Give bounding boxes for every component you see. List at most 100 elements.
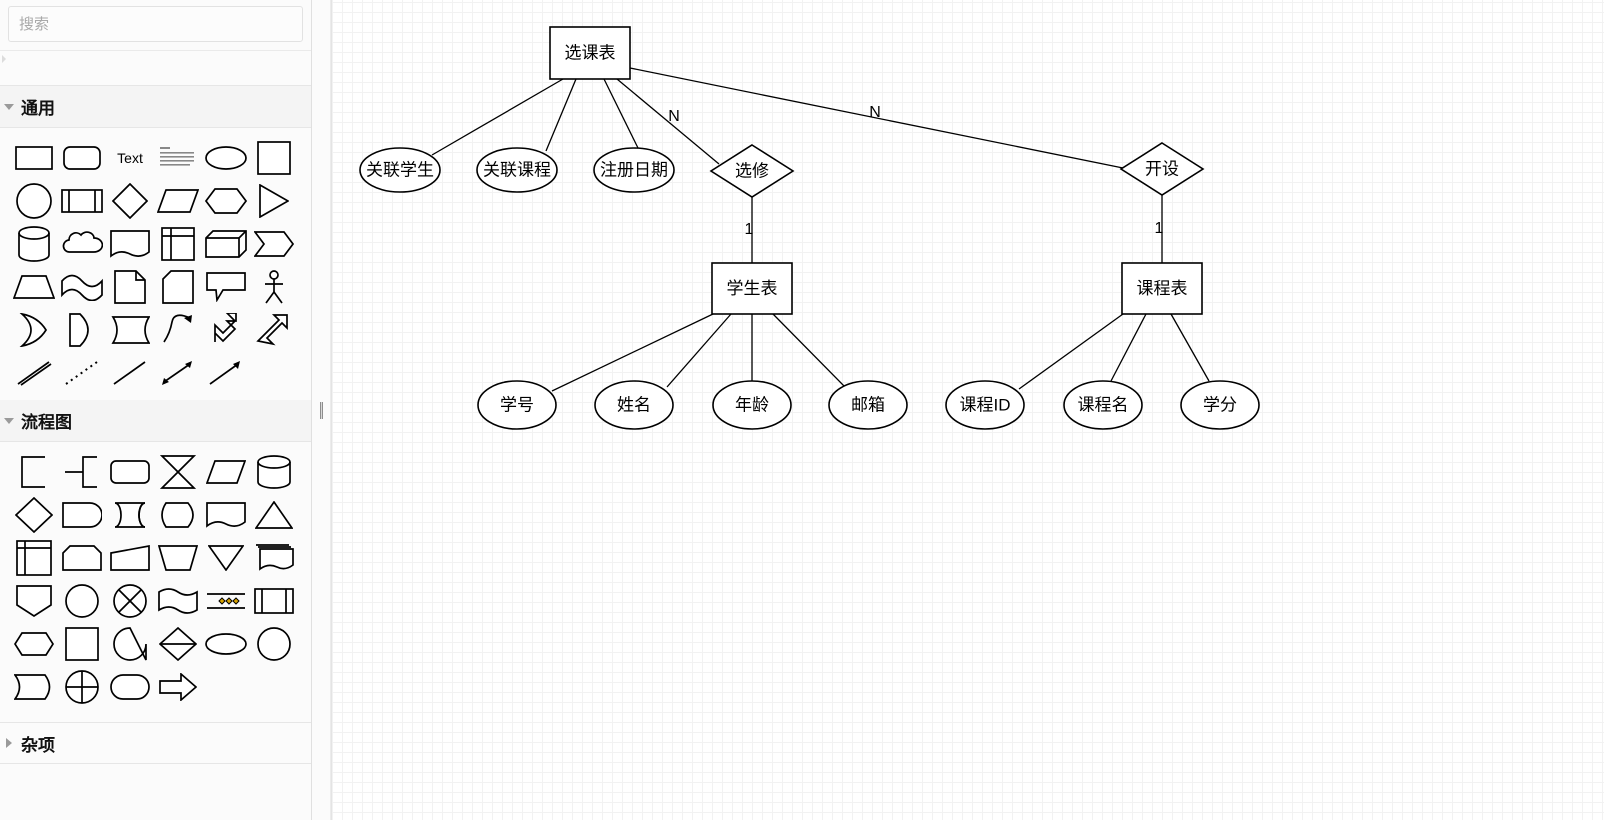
palette-shape-or-junction-shape[interactable] <box>202 579 250 622</box>
attribute-a8[interactable]: 课程ID <box>945 380 1025 430</box>
palette-shape-note-shape[interactable] <box>106 265 154 308</box>
er-edge-e12[interactable] <box>1018 313 1124 390</box>
attribute-a5[interactable]: 姓名 <box>594 380 674 430</box>
palette-shape-textbox-shape[interactable] <box>154 136 202 179</box>
palette-shape-merge-shape[interactable] <box>202 536 250 579</box>
palette-shape-multi-document-shape[interactable] <box>250 536 298 579</box>
palette-shape-curve-arrow-shape[interactable] <box>154 308 202 351</box>
relationship-open[interactable]: 开设 <box>1119 142 1205 196</box>
palette-shape-off-page-reference-shape[interactable] <box>10 579 58 622</box>
palette-shape-card-shape[interactable] <box>154 265 202 308</box>
er-edge-e3[interactable] <box>603 78 639 149</box>
palette-shape-callout-shape[interactable] <box>202 265 250 308</box>
palette-shape-bidirectional-connector-shape[interactable] <box>154 351 202 394</box>
palette-shape-summing-junction-shape[interactable] <box>106 579 154 622</box>
er-edge-e6[interactable]: 1 <box>745 197 754 263</box>
palette-shape-process-shape[interactable] <box>58 179 106 222</box>
palette-shape-cylinder-shape[interactable] <box>10 222 58 265</box>
palette-shape-delay-shape[interactable] <box>58 493 106 536</box>
palette-shape-tape-data-shape[interactable] <box>10 665 58 708</box>
palette-shape-display-shape[interactable] <box>154 493 202 536</box>
palette-shape-extract-shape[interactable] <box>250 493 298 536</box>
palette-shape-dashed-line-shape[interactable] <box>58 351 106 394</box>
palette-shape-process-square-shape[interactable] <box>58 622 106 665</box>
section-header-flowchart[interactable]: 流程图 <box>0 400 311 442</box>
palette-shape-text-shape[interactable]: Text <box>106 136 154 179</box>
palette-shape-terminator-circle-shape[interactable] <box>106 622 154 665</box>
palette-shape-actor-shape[interactable] <box>250 265 298 308</box>
palette-shape-bidirectional-arrow-shape[interactable] <box>202 308 250 351</box>
palette-shape-arrow-right-shape[interactable] <box>154 665 202 708</box>
attribute-a2[interactable]: 关联课程 <box>476 147 558 193</box>
palette-shape-circle-shape[interactable] <box>10 179 58 222</box>
palette-shape-direct-data-shape[interactable] <box>106 493 154 536</box>
palette-shape-parallelogram-shape[interactable] <box>154 179 202 222</box>
section-header-general[interactable]: 通用 <box>0 86 311 128</box>
er-edge-e4[interactable]: N <box>616 78 720 165</box>
palette-shape-or-circle-shape[interactable] <box>58 665 106 708</box>
palette-shape-paper-tape-shape[interactable] <box>154 579 202 622</box>
palette-shape-tape-shape[interactable] <box>58 265 106 308</box>
attribute-a3[interactable]: 注册日期 <box>593 147 675 193</box>
palette-shape-collate-shape[interactable] <box>154 450 202 493</box>
palette-shape-manual-operation-shape[interactable] <box>154 536 202 579</box>
attribute-a1[interactable]: 关联学生 <box>359 147 441 193</box>
palette-shape-rectangle-shape[interactable] <box>10 136 58 179</box>
er-edge-e8[interactable] <box>551 313 714 392</box>
palette-shape-rounded-rectangle-shape[interactable] <box>58 136 106 179</box>
palette-shape-double-line-shape[interactable] <box>10 351 58 394</box>
palette-shape-trapezoid-shape[interactable] <box>10 265 58 308</box>
palette-shape-hexagon-shape[interactable] <box>202 179 250 222</box>
collapsed-section-stub[interactable] <box>0 50 311 86</box>
palette-shape-step-shape[interactable] <box>250 222 298 265</box>
palette-shape-preparation-shape[interactable] <box>10 622 58 665</box>
entity-student[interactable]: 学生表 <box>711 262 793 315</box>
sidebar-splitter[interactable] <box>312 0 331 820</box>
er-edge-e7[interactable]: 1 <box>1155 195 1164 263</box>
palette-shape-manual-input-shape[interactable] <box>106 536 154 579</box>
palette-shape-loop-limit-shape[interactable] <box>58 536 106 579</box>
attribute-a6[interactable]: 年龄 <box>712 380 792 430</box>
er-edge-e11[interactable] <box>772 313 847 389</box>
attribute-a9[interactable]: 课程名 <box>1063 380 1143 430</box>
palette-shape-ellipse-shape[interactable] <box>202 136 250 179</box>
er-edge-e9[interactable] <box>666 313 732 388</box>
palette-shape-decision-shape[interactable] <box>10 493 58 536</box>
palette-shape-single-arrow-shape[interactable] <box>250 308 298 351</box>
section-header-misc[interactable]: 杂项 <box>0 722 311 764</box>
er-edge-e1[interactable] <box>431 78 564 156</box>
er-edge-e14[interactable] <box>1170 313 1210 382</box>
palette-shape-connector-circle-shape[interactable] <box>58 579 106 622</box>
palette-shape-internal-storage-flow-shape[interactable] <box>10 536 58 579</box>
palette-shape-triangle-shape[interactable] <box>250 179 298 222</box>
palette-shape-sort-shape[interactable] <box>154 622 202 665</box>
palette-shape-terminator-oval-shape[interactable] <box>106 665 154 708</box>
entity-enroll[interactable]: 选课表 <box>549 26 631 80</box>
palette-shape-internal-storage-shape[interactable] <box>154 222 202 265</box>
palette-shape-cube-shape[interactable] <box>202 222 250 265</box>
palette-shape-data-shape[interactable] <box>202 450 250 493</box>
palette-shape-and-shape[interactable] <box>58 308 106 351</box>
palette-shape-process-rounded-shape[interactable] <box>106 450 154 493</box>
palette-shape-or-shape[interactable] <box>10 308 58 351</box>
palette-shape-line-shape[interactable] <box>106 351 154 394</box>
palette-shape-document-shape[interactable] <box>106 222 154 265</box>
palette-shape-cloud-shape[interactable] <box>58 222 106 265</box>
palette-shape-data-storage-shape[interactable] <box>106 308 154 351</box>
palette-shape-directional-connector-shape[interactable] <box>202 351 250 394</box>
palette-shape-circle-plain-shape[interactable] <box>250 622 298 665</box>
attribute-a10[interactable]: 学分 <box>1180 380 1260 430</box>
relationship-take[interactable]: 选修 <box>709 144 795 198</box>
er-edge-e5[interactable]: N <box>629 67 1124 169</box>
attribute-a7[interactable]: 邮箱 <box>828 380 908 430</box>
er-edge-e13[interactable] <box>1110 313 1147 382</box>
palette-shape-start-bracket-shape[interactable] <box>10 450 58 493</box>
entity-course[interactable]: 课程表 <box>1121 262 1203 315</box>
er-edge-e2[interactable] <box>545 78 577 152</box>
search-input[interactable] <box>8 6 303 42</box>
palette-shape-document-flow-shape[interactable] <box>202 493 250 536</box>
palette-shape-diamond-shape[interactable] <box>106 179 154 222</box>
palette-shape-terminator-bracket-shape[interactable] <box>58 450 106 493</box>
palette-shape-start-ellipse-shape[interactable] <box>202 622 250 665</box>
